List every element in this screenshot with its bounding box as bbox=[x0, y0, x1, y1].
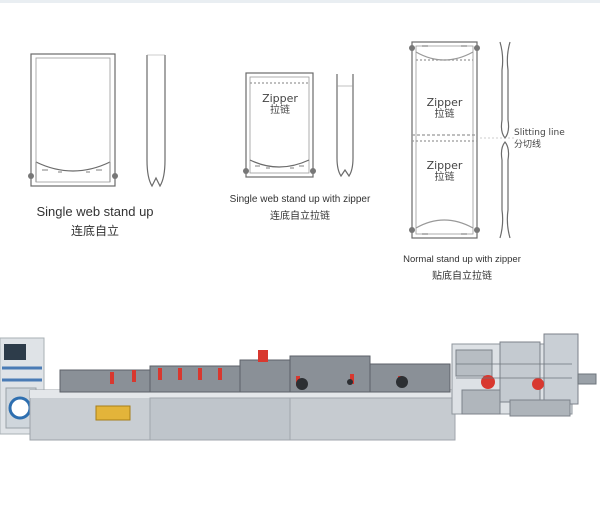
zipper-label-1: Zipper 拉链 bbox=[262, 92, 298, 117]
rollers bbox=[296, 376, 408, 390]
unwind-unit bbox=[0, 337, 45, 435]
zipper-label-2: Zipper 拉链 bbox=[426, 96, 463, 121]
brand-plate bbox=[95, 405, 131, 421]
corner-dot bbox=[112, 173, 118, 179]
slitting-line-label: Slitting line 分切线 bbox=[514, 128, 565, 150]
caption-single-web-zipper: Single web stand up with zipper 连底自立拉链 bbox=[229, 194, 371, 222]
zipper-side-profile bbox=[336, 74, 354, 178]
caption-normal-zipper: Normal stand up with zipper 贴底自立拉链 bbox=[403, 254, 521, 282]
top-border bbox=[0, 0, 600, 3]
single-web-side-profile bbox=[146, 54, 166, 188]
corner-dot bbox=[28, 173, 34, 179]
pouch-diagrams bbox=[28, 41, 514, 239]
output-unit bbox=[451, 333, 597, 417]
machine-base bbox=[29, 389, 456, 441]
zipper-pouch-outline bbox=[245, 72, 314, 178]
bag-making-machine bbox=[0, 333, 597, 441]
zipper-label-3: Zipper 拉链 bbox=[426, 159, 463, 184]
caption-single-web: Single web stand up 连底自立 bbox=[36, 204, 154, 238]
single-web-pouch-outline bbox=[30, 53, 116, 187]
normal-pouch-outline bbox=[411, 41, 478, 239]
processing-stations bbox=[59, 355, 451, 393]
normal-side-profile bbox=[499, 41, 511, 239]
